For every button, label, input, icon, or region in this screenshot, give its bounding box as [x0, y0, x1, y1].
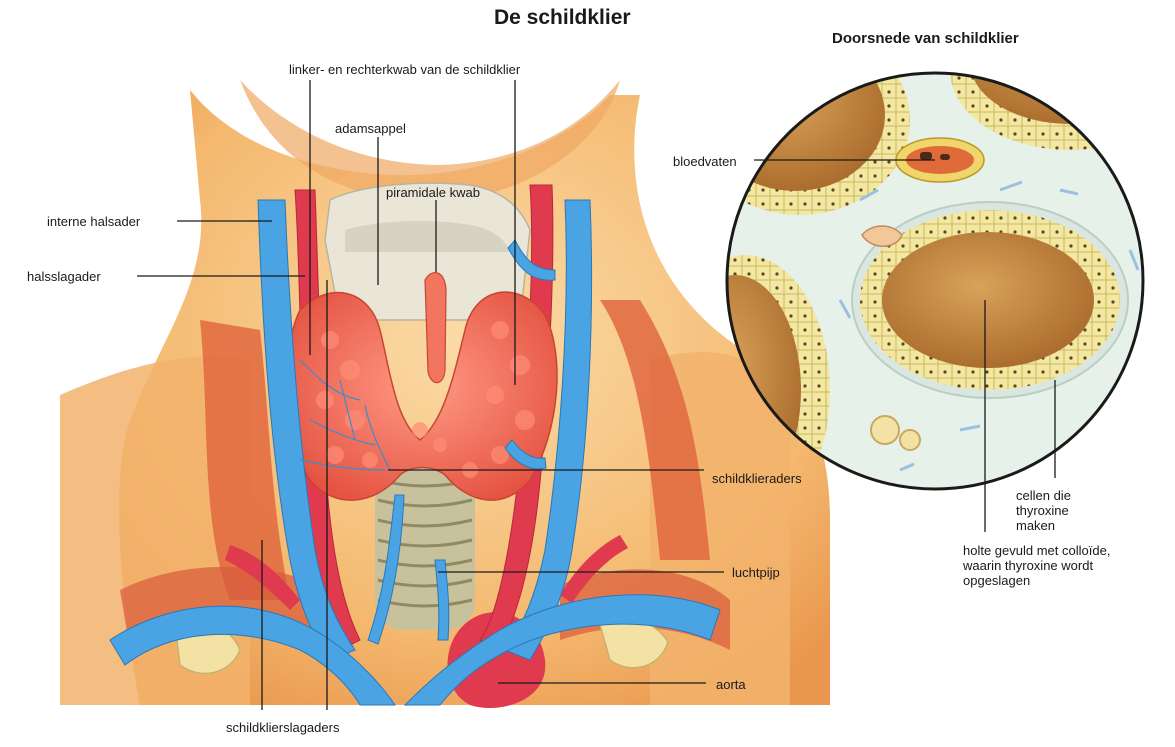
label-internal-jugular: interne halsader [47, 214, 141, 229]
label-adams-apple: adamsappel [335, 121, 406, 136]
inset-title: Doorsnede van schildklier [832, 30, 1019, 47]
label-thyroid-veins: schildklieraders [712, 471, 802, 486]
page-title: De schildklier [494, 6, 631, 29]
label-cells-line3: maken [1016, 518, 1056, 533]
label-pyramidal-lobe: piramidale kwab [386, 185, 480, 200]
label-colloid-line2: waarin thyroxine wordt [963, 558, 1094, 573]
label-colloid-line1: holte gevuld met colloïde, [963, 543, 1111, 558]
veins [109, 199, 721, 706]
label-trachea: luchtpijp [732, 565, 780, 580]
label-aorta: aorta [716, 677, 746, 692]
leader-lines [137, 80, 1056, 710]
vein-branches [299, 359, 391, 471]
label-colloid-line3: opgeslagen [963, 573, 1031, 588]
larynx [324, 182, 531, 321]
label-blood-vessels: bloedvaten [673, 154, 737, 169]
label-cells-line2: thyroxine [1016, 503, 1069, 518]
thyroid-gland [286, 272, 558, 501]
label-carotid: halsslagader [27, 269, 101, 284]
label-cells-line1: cellen die [1016, 488, 1071, 503]
label-lobes: linker- en rechterkwab van de schildklie… [289, 62, 521, 77]
label-thyroid-arteries: schildklierslagaders [226, 720, 340, 735]
